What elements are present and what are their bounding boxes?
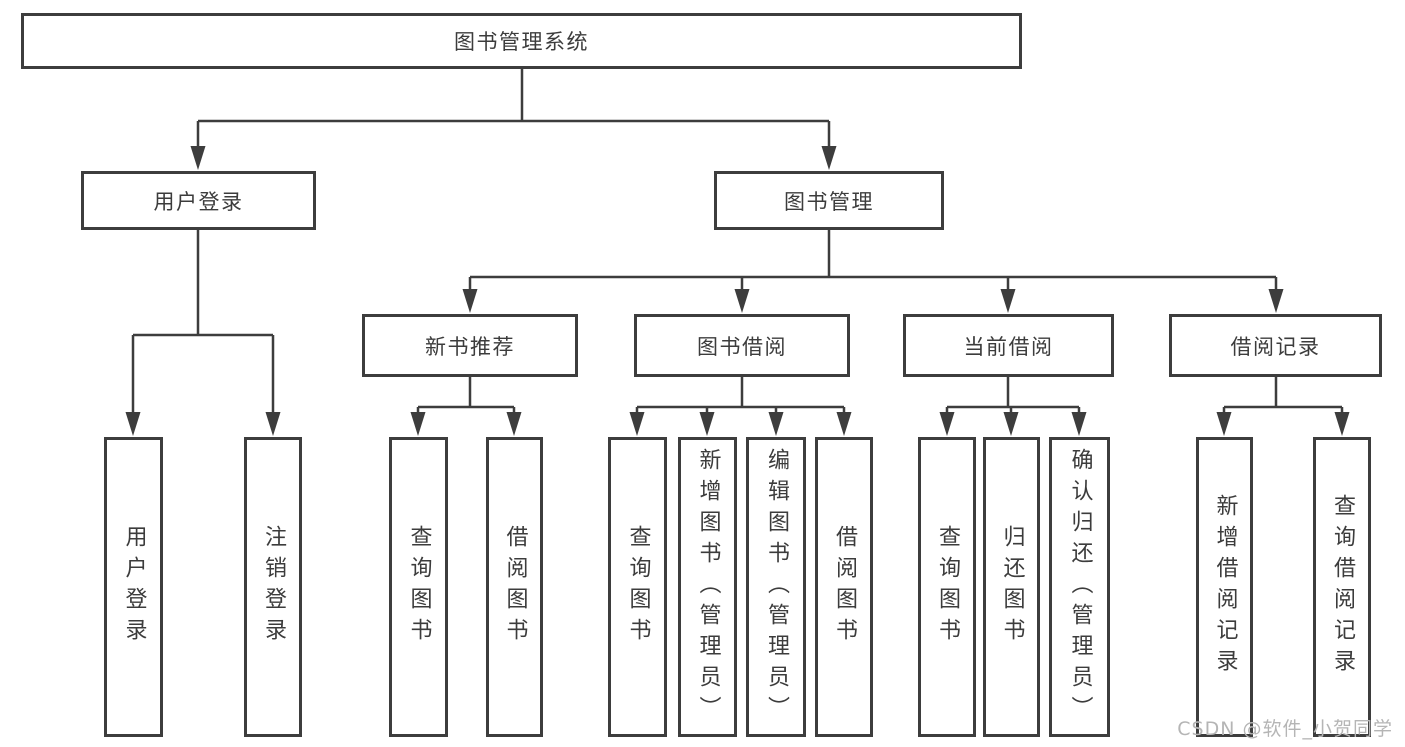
node-book-management-label: 图书管理 (784, 189, 874, 214)
csdn-watermark: CSDN @软件_小贺同学 (1177, 718, 1393, 740)
leaf-query-books-borrow: 查询图书 (608, 437, 667, 737)
leaf-add-book-admin: 新增图书（管理员） (678, 437, 737, 737)
leaf-borrow-books-recommend-label: 借阅图书 (502, 525, 528, 649)
leaf-confirm-return-admin-label: 确认归还（管理员） (1067, 447, 1093, 727)
leaf-user-login-label: 用户登录 (121, 525, 147, 649)
node-root: 图书管理系统 (21, 13, 1022, 69)
node-root-label: 图书管理系统 (454, 30, 589, 54)
leaf-query-books-recommend: 查询图书 (389, 437, 448, 737)
leaf-edit-book-admin-label: 编辑图书（管理员） (764, 447, 789, 727)
leaf-logout: 注销登录 (244, 437, 302, 737)
node-new-book-recommend-label: 新书推荐 (425, 334, 515, 359)
node-borrow-records: 借阅记录 (1169, 314, 1382, 377)
leaf-logout-label: 注销登录 (261, 525, 286, 649)
leaf-borrow-books-recommend: 借阅图书 (486, 437, 543, 737)
node-book-borrow-label: 图书借阅 (697, 334, 787, 359)
leaf-add-borrow-record-label: 新增借阅记录 (1212, 494, 1238, 680)
leaf-confirm-return-admin: 确认归还（管理员） (1049, 437, 1110, 737)
node-current-borrow: 当前借阅 (903, 314, 1114, 377)
leaf-edit-book-admin: 编辑图书（管理员） (746, 437, 806, 737)
leaf-query-books-borrow-label: 查询图书 (625, 525, 651, 649)
leaf-user-login: 用户登录 (104, 437, 163, 737)
leaf-query-books-current-label: 查询图书 (935, 525, 960, 649)
leaf-query-borrow-record-label: 查询借阅记录 (1330, 494, 1355, 680)
leaf-query-books-current: 查询图书 (918, 437, 976, 737)
node-book-borrow: 图书借阅 (634, 314, 850, 377)
leaf-borrow-books: 借阅图书 (815, 437, 873, 737)
leaf-return-book: 归还图书 (983, 437, 1040, 737)
node-book-management: 图书管理 (714, 171, 944, 230)
leaf-add-book-admin-label: 新增图书（管理员） (695, 447, 721, 727)
leaf-return-book-label: 归还图书 (999, 525, 1025, 649)
node-borrow-records-label: 借阅记录 (1230, 334, 1321, 359)
node-user-login-label: 用户登录 (153, 189, 244, 214)
leaf-query-borrow-record: 查询借阅记录 (1313, 437, 1371, 737)
leaf-borrow-books-label: 借阅图书 (832, 525, 857, 649)
leaf-query-books-recommend-label: 查询图书 (406, 525, 432, 649)
node-new-book-recommend: 新书推荐 (362, 314, 578, 377)
node-current-borrow-label: 当前借阅 (963, 334, 1054, 359)
node-user-login: 用户登录 (81, 171, 316, 230)
leaf-add-borrow-record: 新增借阅记录 (1196, 437, 1253, 737)
